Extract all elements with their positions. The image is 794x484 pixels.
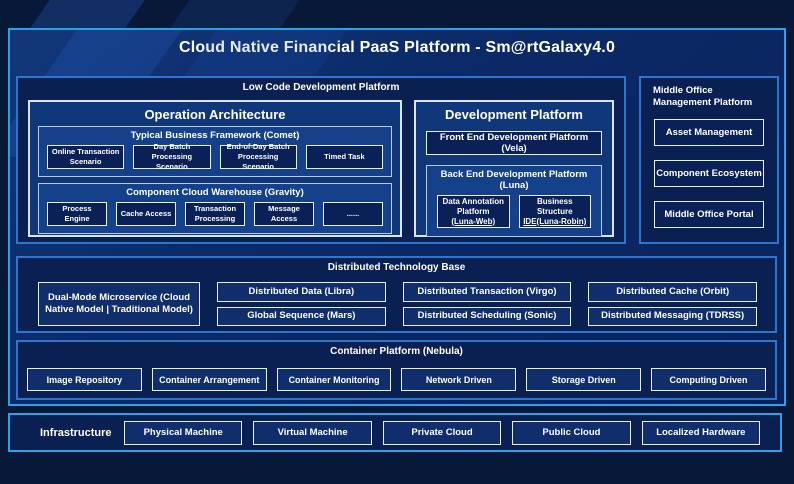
gravity-items-row: Process Engine Cache Access Transaction … xyxy=(47,202,383,226)
container-monitoring-box: Container Monitoring xyxy=(276,368,392,391)
main-frame: Cloud Native Financial PaaS Platform - S… xyxy=(8,28,786,406)
asset-management-box: Asset Management xyxy=(654,119,764,146)
low-code-columns: Operation Architecture Typical Business … xyxy=(28,100,614,237)
front-end-platform-vela-box: Front End Development Platform (Vela) xyxy=(426,131,602,155)
comet-item-timed-task: Timed Task xyxy=(305,145,383,169)
container-arrangement-box: Container Arrangement xyxy=(151,368,267,391)
comet-item-day-batch: Day Batch Processing Scenario xyxy=(133,142,211,171)
computing-driven-box: Computing Driven xyxy=(651,368,766,391)
container-boxes-row: Image Repository Container Arrangement C… xyxy=(27,368,766,391)
component-cloud-warehouse-panel: Component Cloud Warehouse (Gravity) Proc… xyxy=(38,183,392,234)
development-platform-panel: Development Platform Front End Developme… xyxy=(414,100,614,237)
business-structure-ide-box: Business Structure IDE(Luna-Robin) xyxy=(518,195,591,228)
business-structure-label: Business Structure xyxy=(536,196,573,216)
distributed-scheduling-sonic-box: Distributed Scheduling (Sonic) xyxy=(402,306,572,326)
typical-business-framework-title: Typical Business Framework (Comet) xyxy=(130,130,300,141)
low-code-development-platform-panel: Low Code Development Platform Operation … xyxy=(16,76,626,244)
gravity-item-transaction-processing: Transaction Processing xyxy=(185,202,245,226)
gravity-item-process-engine: Process Engine xyxy=(47,202,107,226)
gravity-item-cache-access: Cache Access xyxy=(116,202,176,226)
comet-item-end-of-day-batch: End-of-Day Batch Processing Scenario xyxy=(219,142,297,171)
dual-mode-microservice-box: Dual-Mode Microservice (Cloud Native Mod… xyxy=(38,282,200,326)
middle-office-header: Middle Office Management Platform xyxy=(653,85,753,109)
component-cloud-warehouse-title: Component Cloud Warehouse (Gravity) xyxy=(126,187,304,198)
distributed-cache-orbit-box: Distributed Cache (Orbit) xyxy=(588,282,757,302)
container-platform-header: Container Platform (Nebula) xyxy=(330,346,463,357)
low-code-platform-header: Low Code Development Platform xyxy=(242,82,400,93)
back-end-platform-luna-title: Back End Development Platform (Luna) xyxy=(440,169,588,191)
operation-architecture-panel: Operation Architecture Typical Business … xyxy=(28,100,402,237)
infrastructure-label: Infrastructure xyxy=(40,426,112,439)
image-repository-box: Image Repository xyxy=(27,368,142,391)
page-title: Cloud Native Financial PaaS Platform - S… xyxy=(178,39,616,56)
luna-robin-label: IDE(Luna-Robin) xyxy=(523,216,587,226)
gravity-item-ellipsis: ...... xyxy=(323,202,383,226)
luna-web-label: (Luna-Web) xyxy=(451,216,496,226)
middle-office-management-panel: Middle Office Management Platform Asset … xyxy=(639,76,779,244)
distributed-technology-base-header: Distributed Technology Base xyxy=(327,262,466,273)
container-platform-panel: Container Platform (Nebula) Image Reposi… xyxy=(16,340,777,400)
localized-hardware-box: Localized Hardware xyxy=(641,420,761,445)
comet-item-online-transaction: Online Transaction Scenario xyxy=(47,145,125,169)
storage-driven-box: Storage Driven xyxy=(526,368,642,391)
virtual-machine-box: Virtual Machine xyxy=(253,420,372,445)
data-annotation-platform-box: Data Annotation Platform (Luna-Web) xyxy=(437,195,510,228)
luna-items-row: Data Annotation Platform (Luna-Web) Busi… xyxy=(437,195,591,228)
global-sequence-mars-box: Global Sequence (Mars) xyxy=(217,306,386,326)
infrastructure-panel: Infrastructure Physical Machine Virtual … xyxy=(8,413,782,452)
infrastructure-boxes: Physical Machine Virtual Machine Private… xyxy=(124,420,761,445)
comet-items-row: Online Transaction Scenario Day Batch Pr… xyxy=(47,142,383,171)
physical-machine-box: Physical Machine xyxy=(124,420,243,445)
distributed-messaging-tdrss-box: Distributed Messaging (TDRSS) xyxy=(588,306,757,326)
distributed-grid: Dual-Mode Microservice (Cloud Native Mod… xyxy=(38,282,757,326)
distributed-transaction-virgo-box: Distributed Transaction (Virgo) xyxy=(402,282,572,302)
private-cloud-box: Private Cloud xyxy=(382,420,502,445)
network-driven-box: Network Driven xyxy=(401,368,517,391)
development-platform-title: Development Platform xyxy=(445,107,583,122)
back-end-platform-luna-panel: Back End Development Platform (Luna) Dat… xyxy=(426,165,602,237)
gravity-item-message-access: Message Access xyxy=(254,202,314,226)
component-ecosystem-box: Component Ecosystem xyxy=(654,160,764,187)
distributed-technology-base-panel: Distributed Technology Base Dual-Mode Mi… xyxy=(16,256,777,333)
middle-office-boxes: Asset Management Component Ecosystem Mid… xyxy=(654,119,764,228)
data-annotation-platform-label: Data Annotation Platform xyxy=(442,196,504,216)
distributed-data-libra-box: Distributed Data (Libra) xyxy=(217,282,386,302)
typical-business-framework-panel: Typical Business Framework (Comet) Onlin… xyxy=(38,126,392,177)
middle-office-portal-box: Middle Office Portal xyxy=(654,201,764,228)
public-cloud-box: Public Cloud xyxy=(512,420,631,445)
operation-architecture-title: Operation Architecture xyxy=(144,107,286,122)
